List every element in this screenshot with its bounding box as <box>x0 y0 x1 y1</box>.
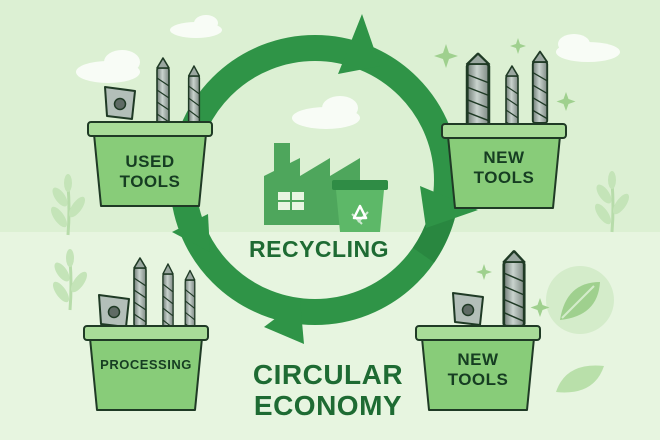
sparkle-icon <box>434 38 576 317</box>
recycle-bin-icon <box>332 180 388 232</box>
new-tools-bottom-label: NEW TOOLS <box>428 350 528 390</box>
processing-label: PROCESSING <box>100 357 192 372</box>
insert-icon <box>98 294 130 328</box>
new-tools-top-label: NEW TOOLS <box>454 148 554 188</box>
drill-bit-icon <box>162 263 174 333</box>
recycling-label: RECYCLING <box>249 236 389 262</box>
end-mill-icon <box>465 52 491 127</box>
drill-bit-icon <box>133 257 147 327</box>
new-tools-bottom-label-line1: NEW <box>457 350 499 369</box>
cycle-arrowhead-bottom <box>264 300 304 344</box>
insert-icon <box>452 292 484 326</box>
end-mill-icon <box>531 50 549 124</box>
cycle-arrowhead-left <box>172 214 210 252</box>
cycle-arrowhead-top <box>338 14 380 74</box>
drill-bit-icon <box>156 57 170 127</box>
cycle-arrowhead-right <box>420 186 478 228</box>
title-line1: CIRCULAR <box>252 359 404 390</box>
leaf-icon <box>556 365 604 393</box>
leaf-circle-icon <box>546 266 614 334</box>
used-tools-label-line1: USED <box>125 152 175 171</box>
cloud-icon <box>76 15 620 129</box>
new-tools-top-label-line2: TOOLS <box>473 168 535 188</box>
title-line2: ECONOMY <box>253 389 403 421</box>
end-mill-icon <box>502 249 526 328</box>
factory-icon <box>264 143 360 225</box>
circular-economy-title: CIRCULAR ECONOMY <box>228 359 428 422</box>
insert-icon <box>104 86 136 120</box>
new-tools-bottom-label-line2: TOOLS <box>447 370 509 390</box>
used-tools-label-line2: TOOLS <box>119 172 181 192</box>
used-tools-label: USED TOOLS <box>100 152 200 192</box>
new-tools-top-label-line1: NEW <box>483 148 525 167</box>
